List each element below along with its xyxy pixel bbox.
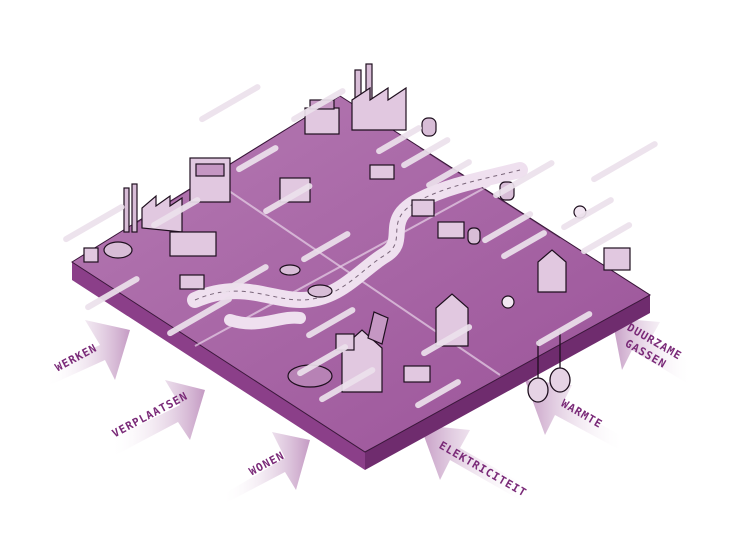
arrow-warmte [525, 380, 625, 450]
factory-cluster-top [304, 63, 437, 137]
road [187, 162, 528, 330]
arrow-duurzame-gassen [612, 318, 692, 385]
scene-annotation-labels [63, 84, 658, 409]
heat-icon [527, 377, 549, 403]
platform-side-left [72, 262, 365, 470]
cold-icon [549, 367, 571, 393]
factory-cluster-left [83, 157, 311, 263]
platform-side-right [365, 295, 650, 470]
arrow-verplaatsen [110, 380, 205, 458]
warmte-hanging-icons [527, 330, 571, 403]
arrow-werken [45, 320, 130, 385]
arrow-wonen [222, 432, 310, 505]
arrow-elektriciteit [420, 425, 530, 500]
